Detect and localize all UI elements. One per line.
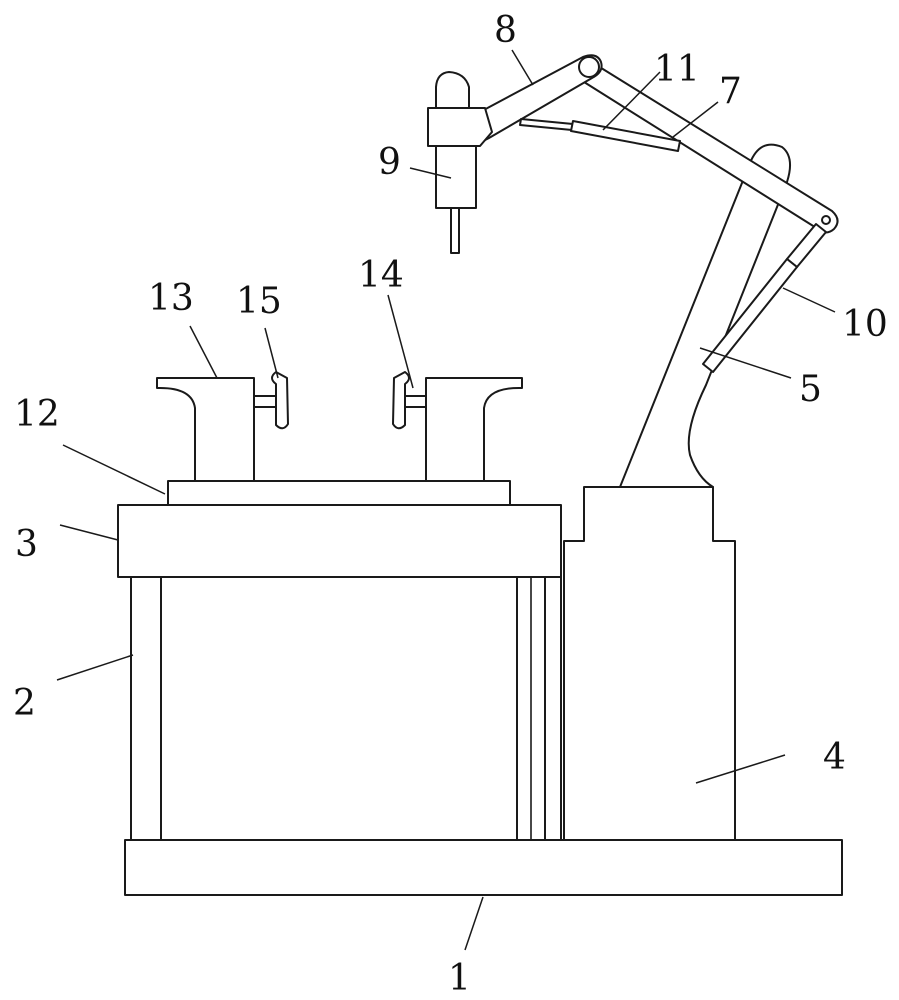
label-4: 4 xyxy=(823,737,846,778)
fixture-right xyxy=(392,371,523,482)
base-plate xyxy=(124,839,843,896)
label-1: 1 xyxy=(448,958,471,999)
arm-pedestal xyxy=(563,486,736,841)
work-plate xyxy=(167,480,511,506)
label-10: 10 xyxy=(842,304,888,345)
leader-lines xyxy=(56,49,836,951)
lower-arm xyxy=(619,143,792,488)
upper-arm xyxy=(583,65,839,234)
label-3: 3 xyxy=(15,524,38,565)
drill-spindle xyxy=(435,71,477,254)
forearm-and-holder xyxy=(427,54,603,147)
hydraulic-cylinder xyxy=(702,223,827,373)
label-7: 7 xyxy=(719,71,742,112)
label-14: 14 xyxy=(358,255,404,296)
table-top xyxy=(117,504,562,578)
label-13: 13 xyxy=(148,278,194,319)
label-2: 2 xyxy=(13,683,36,724)
label-11: 11 xyxy=(654,49,700,90)
forearm-cylinder xyxy=(519,118,681,152)
label-5: 5 xyxy=(799,369,822,410)
upper-arm-end-pin xyxy=(821,215,831,225)
label-8: 8 xyxy=(494,10,517,51)
support-legs xyxy=(130,576,562,841)
label-9: 9 xyxy=(378,142,401,183)
label-12: 12 xyxy=(14,394,60,435)
label-15: 15 xyxy=(236,281,282,322)
fixture-left xyxy=(156,371,289,482)
